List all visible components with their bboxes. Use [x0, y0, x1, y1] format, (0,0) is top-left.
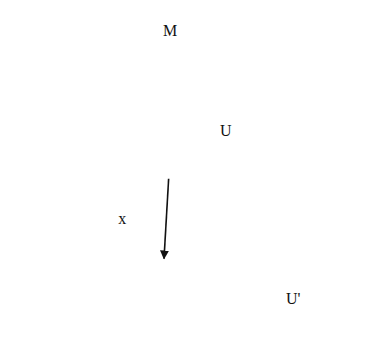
grid-line [147, 263, 270, 282]
grid-line [193, 74, 196, 171]
symbol-label: U [220, 122, 232, 140]
grid-line [37, 257, 189, 301]
grid-line [62, 260, 214, 309]
grid-line [127, 90, 216, 112]
grid-line [126, 115, 215, 136]
grid-line [166, 79, 167, 179]
symbol-label: U' [286, 290, 300, 308]
grid-lines [126, 73, 216, 183]
grid-line [128, 132, 215, 153]
grid-line [71, 284, 193, 314]
grid-line [98, 264, 251, 319]
grid-line [74, 261, 226, 312]
grid-line [131, 268, 254, 290]
symbol-label: M [163, 22, 177, 40]
map-arrow [164, 179, 169, 259]
node-outline [95, 20, 373, 216]
chart-patch-node: U [126, 72, 218, 188]
grid-line [184, 75, 186, 174]
grid-line [126, 98, 216, 119]
grid-line [131, 157, 211, 177]
grid-line [110, 266, 263, 323]
patch-outline [126, 73, 216, 185]
grid-line [156, 82, 159, 180]
grid-line [135, 269, 288, 331]
grid-line [49, 258, 201, 304]
grid-line [86, 263, 239, 316]
grid-line [129, 140, 214, 161]
map-label: x [118, 210, 126, 228]
grid-line [123, 267, 276, 327]
grid-line [127, 81, 215, 103]
grid-line [86, 280, 208, 308]
grid-line [116, 272, 239, 296]
grid-line [136, 91, 141, 184]
manifold-node: MU [95, 20, 373, 216]
grid-line [126, 106, 216, 127]
plane-outline [25, 255, 300, 334]
grid-line [55, 289, 177, 322]
ellipsoid-surface [96, 21, 372, 215]
grid-line [162, 259, 285, 276]
grid-line [101, 276, 224, 302]
grid-line [40, 293, 162, 328]
grid-line [127, 123, 215, 144]
node-outline [22, 250, 304, 337]
grid-line [201, 73, 206, 168]
grid-lines [37, 257, 288, 331]
parameter-plane-node: U' [22, 250, 304, 337]
grid-line [146, 86, 150, 182]
grid-line [130, 148, 213, 168]
grid-line [175, 77, 177, 177]
node-outline [126, 72, 218, 188]
